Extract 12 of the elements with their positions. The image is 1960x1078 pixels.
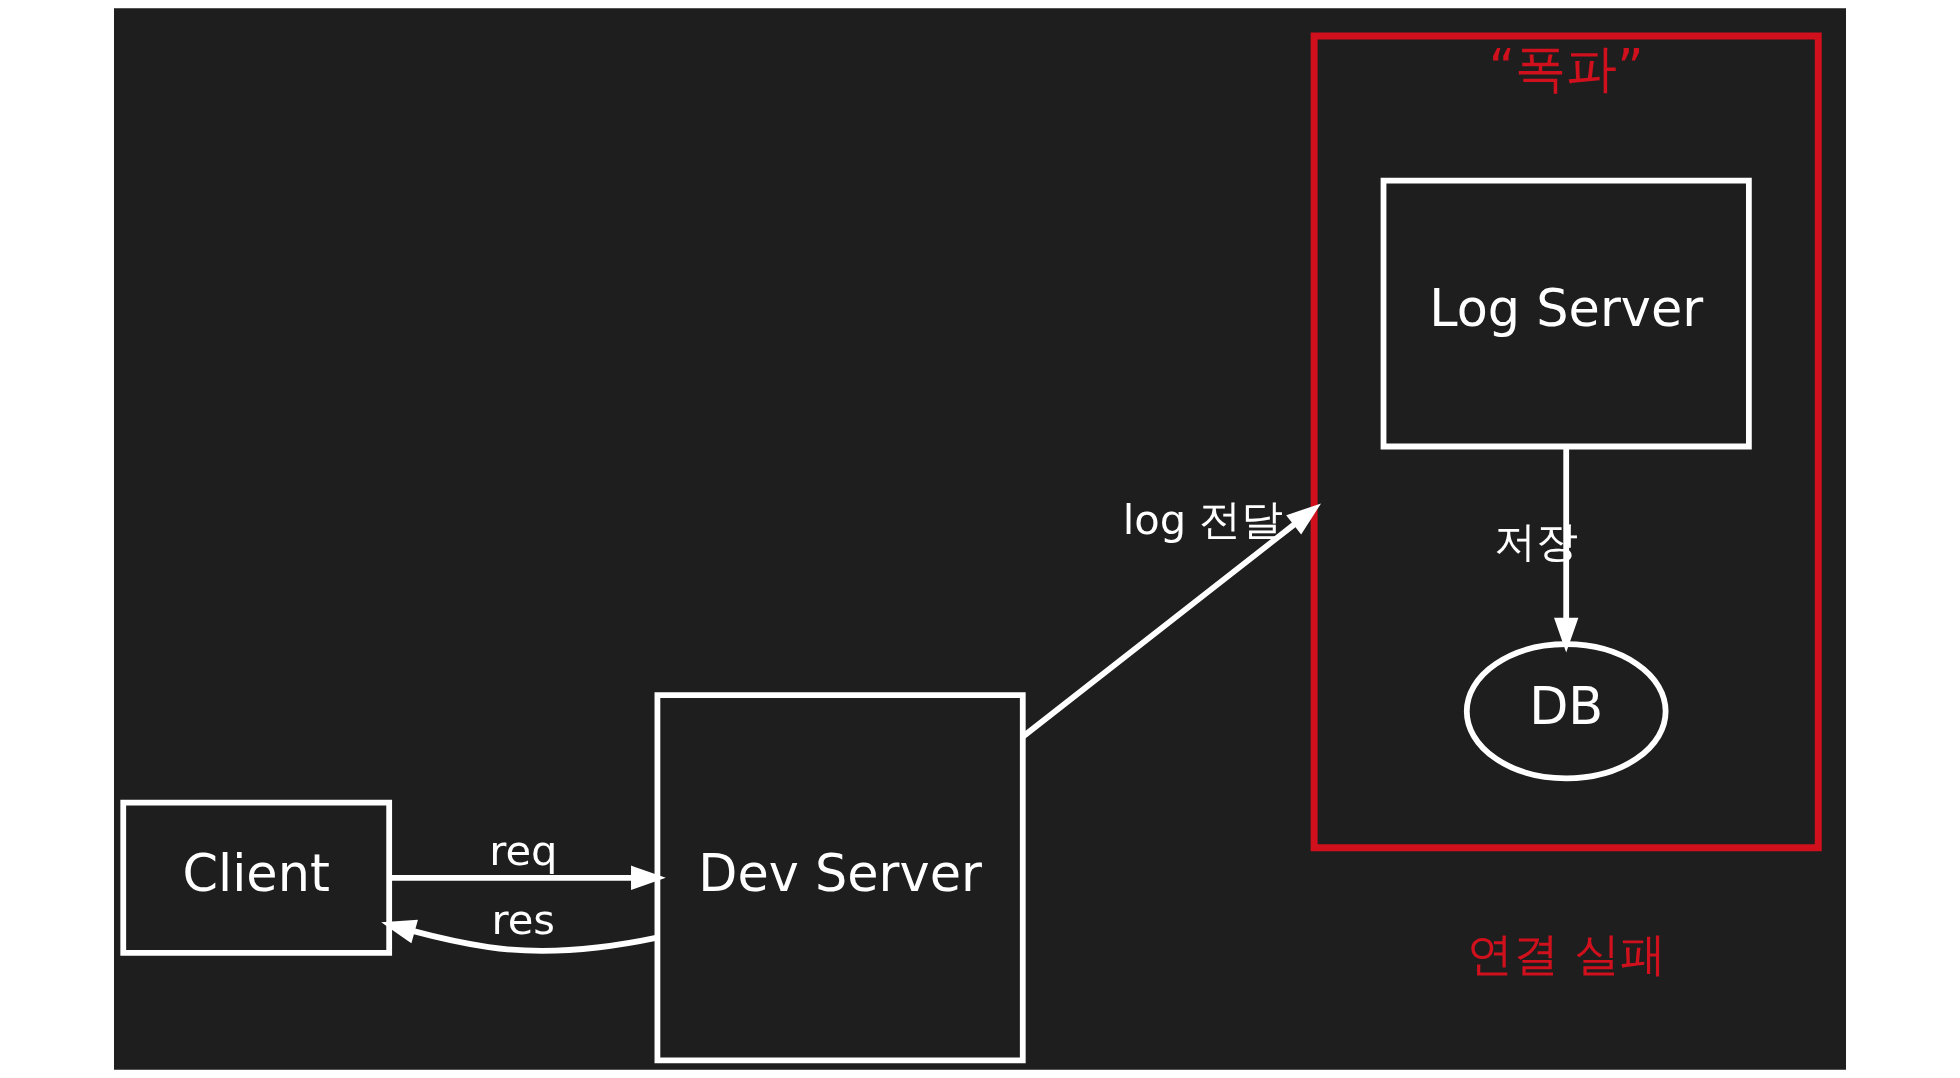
node-box: Dev Server	[654, 692, 1026, 1064]
arrow	[389, 865, 666, 890]
edge-label: log 전달	[1122, 495, 1284, 545]
node-ellipse: DB	[1463, 641, 1669, 782]
arrow	[381, 919, 658, 954]
edge-label: req	[489, 825, 558, 875]
arrow	[1021, 503, 1322, 739]
node-box: Client	[120, 799, 393, 956]
node-box: Log Server	[1380, 177, 1752, 450]
edge-label: res	[491, 895, 556, 945]
arrow	[1554, 446, 1579, 653]
label: 연결 실패	[1466, 927, 1666, 982]
